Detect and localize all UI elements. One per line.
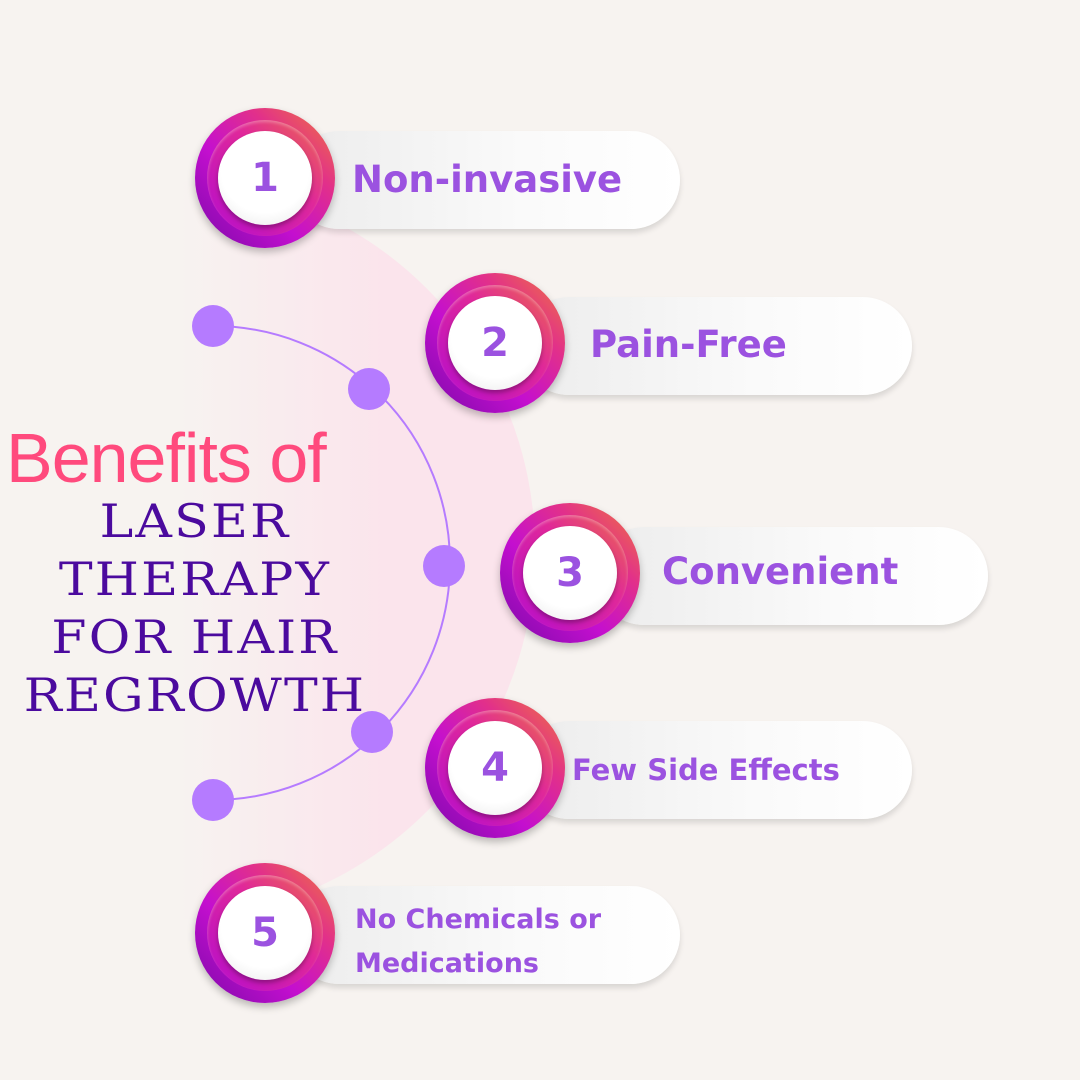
title-line: LASER xyxy=(99,494,291,548)
benefit-label-5: No Chemicals or Medications xyxy=(355,898,601,986)
number-5: 5 xyxy=(218,886,312,980)
number-badge-3: 3 xyxy=(500,503,640,643)
benefit-label-2: Pain-Free xyxy=(590,323,787,366)
number-badge-4: 4 xyxy=(425,698,565,838)
title-line: FOR HAIR xyxy=(51,610,339,664)
title-line: REGROWTH xyxy=(23,668,367,722)
number-3: 3 xyxy=(523,526,617,620)
benefit-pill-1 xyxy=(290,131,680,229)
arc-dot xyxy=(192,779,234,821)
benefit-label-4: Few Side Effects xyxy=(572,753,840,787)
benefit-pill-3 xyxy=(595,527,988,625)
benefit-pill-4 xyxy=(520,721,912,819)
benefit-pill-2 xyxy=(520,297,912,395)
number-4: 4 xyxy=(448,721,542,815)
arc-dot xyxy=(192,305,234,347)
title-subject: LASER THERAPY FOR HAIR REGROWTH xyxy=(0,492,390,724)
number-badge-5: 5 xyxy=(195,863,335,1003)
arc-dot xyxy=(423,545,465,587)
arc-dot xyxy=(351,711,393,753)
benefit-label-3: Convenient xyxy=(662,550,899,593)
title-line: THERAPY xyxy=(58,552,332,606)
benefit-label-1: Non-invasive xyxy=(352,158,623,201)
number-badge-1: 1 xyxy=(195,108,335,248)
title-benefits-of: Benefits of xyxy=(6,419,327,497)
label-line: Medications xyxy=(355,948,539,979)
label-line: No Chemicals or xyxy=(355,904,602,935)
number-2: 2 xyxy=(448,296,542,390)
number-1: 1 xyxy=(218,131,312,225)
benefit-pill-5 xyxy=(290,886,680,984)
arc-dot xyxy=(348,368,390,410)
number-badge-2: 2 xyxy=(425,273,565,413)
